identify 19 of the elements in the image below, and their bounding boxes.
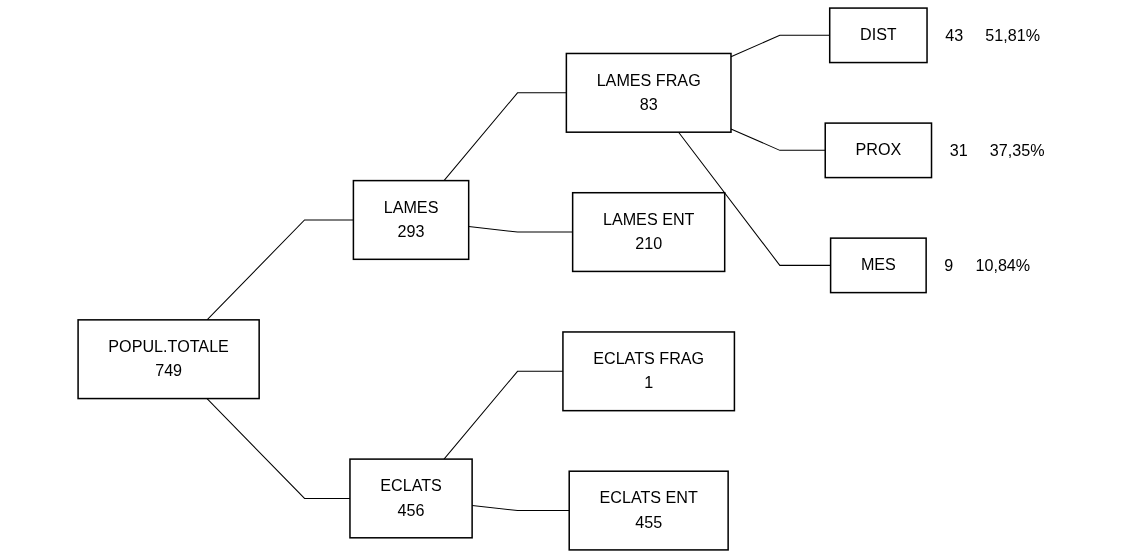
node-box: POPUL.TOTALE 749 [76, 319, 260, 400]
node-box: LAMES 293 [352, 179, 469, 261]
node-caption: 9 [943, 256, 953, 275]
node-caption: 37,35% [989, 141, 1045, 160]
node-box: LAMES FRAG 83 [565, 52, 732, 133]
connector [677, 131, 831, 266]
node-box: ECLATS ENT 455 [568, 470, 729, 551]
node-caption: 51,81% [984, 26, 1040, 45]
node-box: MES [829, 237, 927, 294]
node-box: ECLATS 456 [348, 458, 473, 539]
node-box: PROX [824, 122, 932, 179]
node-caption: 43 [944, 26, 963, 45]
node-box: DIST [828, 7, 928, 64]
connector [443, 370, 563, 460]
connector [730, 34, 830, 58]
node-box: ECLATS FRAG 1 [561, 331, 735, 412]
node-box: LAMES ENT 210 [571, 191, 725, 273]
node-caption: 31 [949, 141, 968, 160]
node-caption: 10,84% [975, 256, 1030, 275]
